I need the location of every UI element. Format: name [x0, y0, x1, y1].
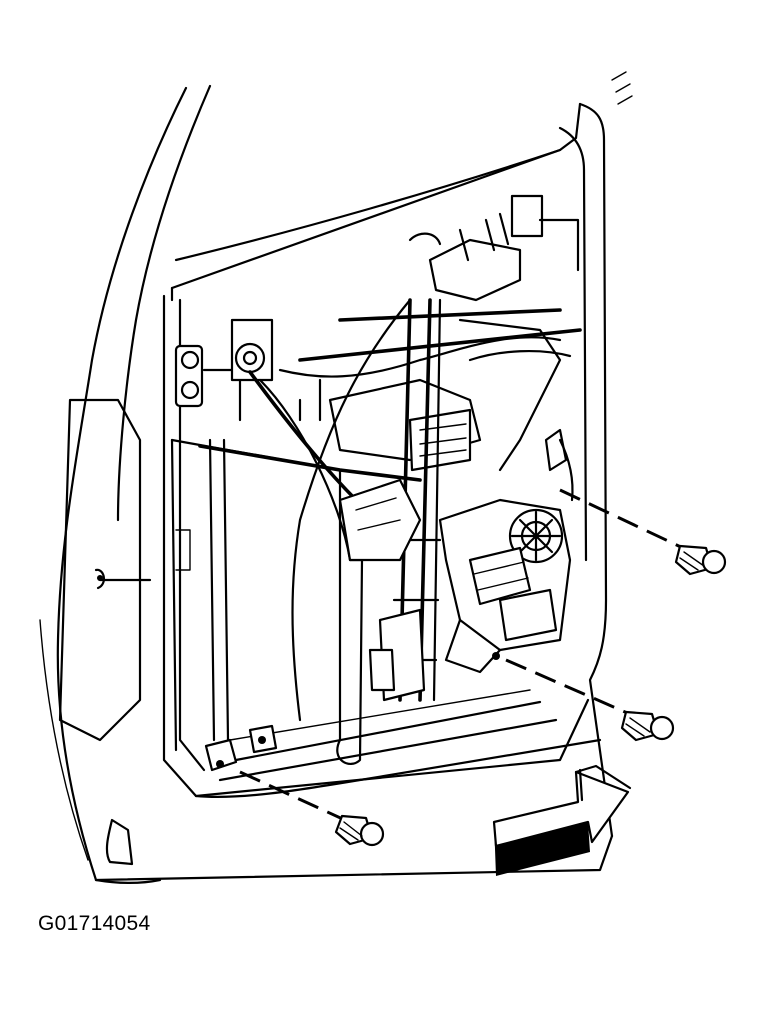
- door-frame: [39, 71, 633, 885]
- regulator-bolt-upper: [559, 488, 727, 576]
- regulator-bolt-lower-front: [239, 770, 385, 847]
- figure-id-caption: G01714054: [38, 912, 151, 935]
- window-regulator-motor: [438, 498, 572, 674]
- regulator-bolt-lower-rear: [505, 658, 675, 742]
- direction-arrow: [492, 764, 632, 876]
- upper-stop: [510, 194, 544, 238]
- upper-guide: [428, 238, 522, 302]
- door-inner-panel: [94, 102, 602, 799]
- window-regulator: [198, 194, 582, 772]
